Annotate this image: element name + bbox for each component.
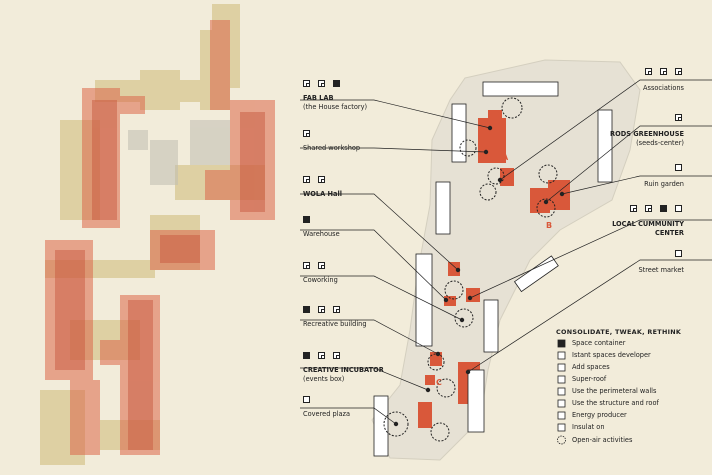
zone-letters: A B C	[436, 153, 552, 387]
label-rods-greenhouse: RODS GREENHOUSE	[610, 130, 684, 138]
label-fab-lab-sub: (the House factory)	[303, 103, 368, 111]
grid-icon	[318, 306, 325, 313]
long-structures	[373, 81, 613, 457]
add-icon	[318, 176, 325, 183]
label-creative-incubator: CREATIVE INCUBATOR	[303, 366, 384, 374]
label-shared-workshop: Shared workshop	[303, 144, 361, 152]
legend-item: Space container	[572, 339, 626, 347]
add-icon	[645, 205, 652, 212]
roof-icon	[675, 250, 682, 257]
add-icon	[333, 306, 340, 313]
add-icon	[333, 352, 340, 359]
grid-icon	[318, 352, 325, 359]
grid-icon	[303, 80, 310, 87]
legend-item: Istant spaces developer	[572, 351, 651, 359]
zone-letter-c: C	[436, 378, 442, 387]
grid-icon	[630, 205, 637, 212]
label-coworking: Coworking	[303, 276, 338, 284]
label-recreative-building: Recreative building	[303, 320, 367, 328]
add-icon	[675, 68, 682, 75]
grid-icon	[303, 176, 310, 183]
label-wola-hall: WOLA Hall	[303, 190, 342, 198]
filled-square-icon	[303, 306, 310, 313]
legend-item: Insulat on	[572, 423, 605, 431]
label-local-community: LOCAL CUMMUNITY	[612, 220, 684, 228]
label-ruin-garden: Ruin garden	[644, 180, 684, 188]
grid-icon	[645, 68, 652, 75]
open-air-circles	[383, 97, 558, 442]
grid-icon	[303, 130, 310, 137]
legend-item: Open-air activities	[572, 436, 633, 444]
label-warehouse: Warehouse	[303, 230, 340, 238]
energy-icon	[675, 114, 682, 121]
legend-item: Energy producer	[572, 411, 627, 419]
roof-icon	[675, 205, 682, 212]
add-icon	[660, 68, 667, 75]
filled-square-icon	[333, 80, 340, 87]
label-local-community-sub: CENTER	[655, 229, 684, 237]
filled-square-icon	[303, 216, 310, 223]
roof-icon	[675, 164, 682, 171]
phase-overlay-plan	[40, 4, 275, 465]
add-icon	[318, 262, 325, 269]
legend-item: Use the structure and roof	[572, 399, 659, 407]
leader-lines	[300, 79, 712, 425]
label-associations: Associations	[643, 84, 684, 92]
label-creative-incubator-sub: (events box)	[303, 375, 345, 383]
grid-icon	[303, 262, 310, 269]
filled-square-icon	[303, 352, 310, 359]
label-rods-greenhouse-sub: (seeds-center)	[636, 139, 684, 147]
zone-markers	[393, 125, 565, 427]
legend-item: Use the perimeteral walls	[572, 387, 657, 395]
legend-title: CONSOLIDATE, TWEAK, RETHINK	[556, 328, 682, 336]
add-icon	[318, 80, 325, 87]
zone-letter-a: A	[502, 153, 509, 162]
roof-icon	[303, 396, 310, 403]
filled-square-icon	[660, 205, 667, 212]
label-street-market: Street market	[638, 266, 684, 274]
zone-letter-b: B	[546, 221, 552, 230]
label-covered-plaza: Covered plaza	[303, 410, 351, 418]
legend-icons	[557, 339, 566, 445]
legend-item: Add spaces	[572, 363, 610, 371]
legend-item: Super-roof	[572, 375, 607, 383]
label-fab-lab: FAB LAB	[303, 94, 334, 102]
